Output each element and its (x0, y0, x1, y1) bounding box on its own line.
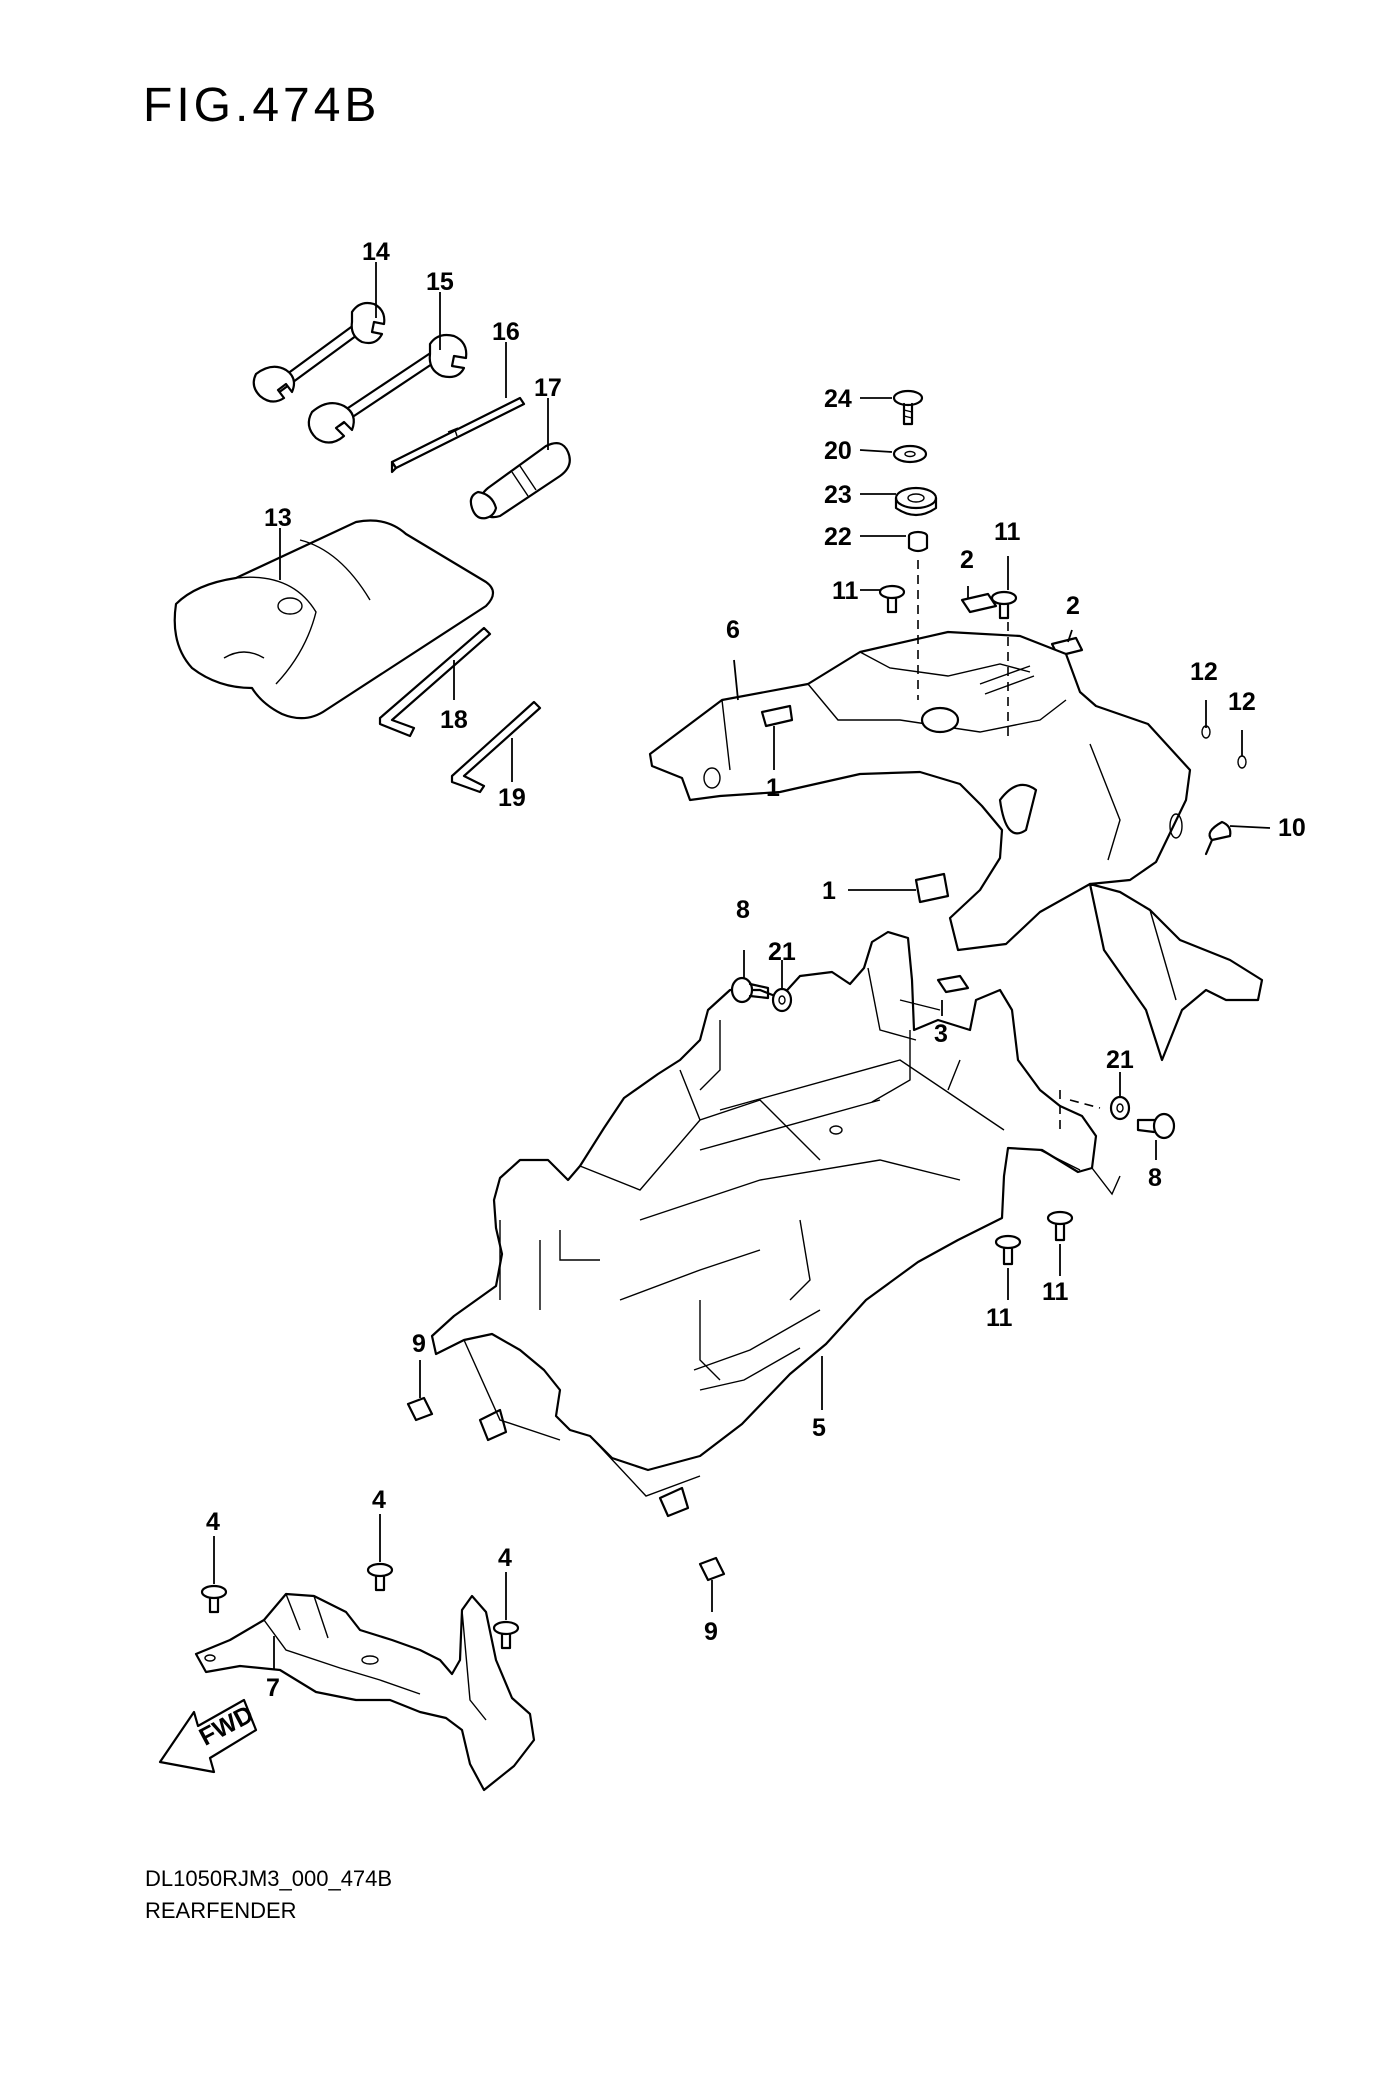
callout-14: 14 (362, 238, 390, 266)
callout-3: 3 (934, 1020, 948, 1048)
nut-9a (406, 1396, 434, 1422)
screw-11a (878, 584, 906, 614)
rear-fender-lower-7 (194, 1592, 536, 1792)
screw-11c (994, 1234, 1022, 1266)
callout-21-a: 21 (768, 938, 796, 966)
wrench-15 (307, 333, 468, 444)
callout-5: 5 (812, 1414, 826, 1442)
callout-6: 6 (726, 616, 740, 644)
figure-code: DL1050RJM3_000_474B (145, 1866, 393, 1891)
fwd-arrow-icon: FWD (158, 1698, 258, 1774)
washer-20 (892, 444, 928, 464)
screw-11b (990, 590, 1018, 620)
callout-18: 18 (440, 706, 468, 734)
screw-4c (492, 1620, 520, 1650)
bolt-8b (1136, 1112, 1176, 1140)
callout-15: 15 (426, 268, 454, 296)
callout-1-b: 1 (822, 877, 836, 905)
callout-22: 22 (824, 523, 852, 551)
screwdriver-handle-17 (469, 441, 571, 520)
callout-4-b: 4 (372, 1486, 386, 1514)
bolt-24 (892, 389, 924, 426)
label-3 (936, 974, 970, 994)
callout-9-a: 9 (412, 1330, 426, 1358)
figure-title: FIG.474B (143, 79, 381, 132)
bolt-8a (730, 976, 770, 1004)
callout-4-c: 4 (498, 1544, 512, 1572)
callout-21-b: 21 (1106, 1046, 1134, 1074)
callout-16: 16 (492, 318, 520, 346)
leader-lines (213, 262, 1271, 1670)
nut-9b (698, 1556, 726, 1582)
callout-12-b: 12 (1228, 688, 1256, 716)
rear-fender-5 (430, 930, 1121, 1518)
callout-1-a: 1 (766, 774, 780, 802)
callout-17: 17 (534, 374, 562, 402)
screwdriver-bit-16 (390, 396, 526, 474)
screw-11d (1046, 1210, 1074, 1242)
callout-19: 19 (498, 784, 526, 812)
label-1a (760, 704, 794, 728)
callout-11-d: 11 (1042, 1278, 1069, 1306)
label-1b (914, 872, 950, 904)
label-2a (960, 592, 998, 614)
callout-13: 13 (264, 504, 292, 532)
collar-22 (907, 530, 929, 553)
callout-labels: 14 15 16 17 13 18 19 24 20 23 22 11 11 2… (206, 238, 1306, 1702)
callout-4-a: 4 (206, 1508, 220, 1536)
figure-name: REARFENDER (145, 1898, 297, 1923)
callout-12-a: 12 (1190, 658, 1218, 686)
screw-4a (200, 1584, 228, 1614)
callout-24: 24 (824, 385, 852, 413)
grommet-23 (894, 486, 938, 517)
callout-7: 7 (266, 1674, 280, 1702)
rivet-10 (1204, 820, 1232, 856)
callout-11-c: 11 (986, 1304, 1013, 1332)
washer-21b (1109, 1095, 1131, 1121)
callout-10: 10 (1278, 814, 1306, 842)
callout-20: 20 (824, 437, 852, 465)
wrench-14 (252, 301, 386, 403)
callout-8-b: 8 (1148, 1164, 1162, 1192)
callout-8-a: 8 (736, 896, 750, 924)
callout-2-a: 2 (960, 546, 974, 574)
washer-21a (771, 987, 793, 1013)
tool-bag-13 (173, 519, 495, 720)
screw-4b (366, 1562, 394, 1592)
callout-2-b: 2 (1066, 592, 1080, 620)
callout-11-b: 11 (994, 518, 1021, 546)
callout-23: 23 (824, 481, 852, 509)
callout-11-a: 11 (832, 577, 859, 605)
allen-key-18 (378, 626, 492, 738)
clip-12b (1237, 755, 1247, 769)
callout-9-b: 9 (704, 1618, 718, 1646)
allen-key-19 (450, 700, 542, 794)
